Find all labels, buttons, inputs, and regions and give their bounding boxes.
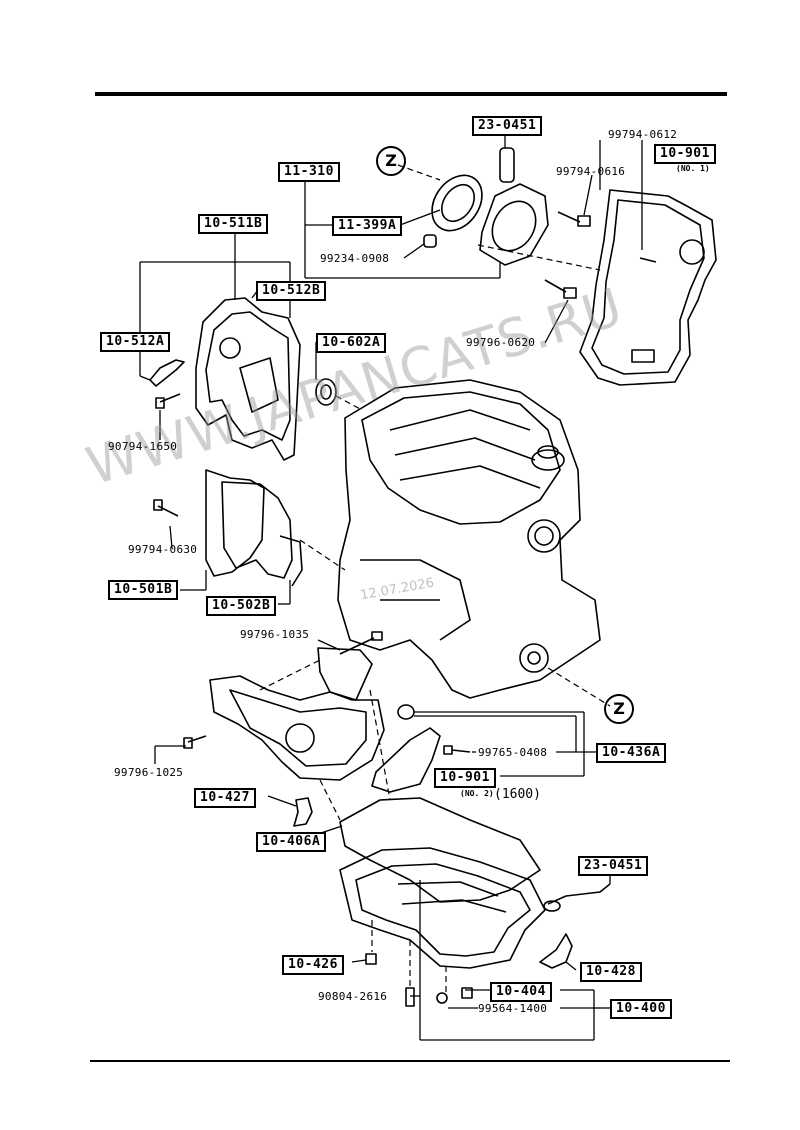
timing-cover-upper	[195, 297, 301, 461]
part-number-99234-0908[interactable]: 99234-0908	[320, 252, 390, 265]
end-plate-no1	[579, 189, 717, 386]
part-number-90794-1650[interactable]: 90794-1650	[108, 440, 178, 453]
zone-mark-top: Z	[376, 146, 406, 176]
part-box-10-602a[interactable]: 10-602A	[316, 333, 387, 353]
part-number-99796-1025[interactable]: 99796-1025	[114, 766, 184, 779]
end-plate-no2	[371, 727, 441, 793]
part-number-99564-1400[interactable]: 99564-1400	[478, 1002, 548, 1015]
top-rule	[95, 92, 727, 96]
part-box-10-512b[interactable]: 10-512B	[256, 281, 327, 301]
note-no1: (NO. 1)	[676, 164, 710, 173]
part-number-99794-0612[interactable]: 99794-0612	[608, 128, 678, 141]
oil-pan	[339, 847, 546, 969]
front-oil-seal	[315, 378, 337, 406]
oil-filler-cap	[531, 449, 565, 471]
timing-cover-lower	[205, 469, 265, 577]
part-box-10-511b[interactable]: 10-511B	[198, 214, 269, 234]
part-number-99796-1035[interactable]: 99796-1035	[240, 628, 310, 641]
baffle-plate	[339, 797, 541, 903]
rear-oil-seal	[431, 174, 483, 232]
part-box-10-901-top[interactable]: 10-901	[654, 144, 716, 164]
bottom-rule	[90, 1060, 730, 1062]
part-box-10-426[interactable]: 10-426	[282, 955, 344, 975]
zone-mark-bottom: Z	[604, 694, 634, 724]
part-box-10-400[interactable]: 10-400	[610, 999, 672, 1019]
part-number-90804-2616[interactable]: 90804-2616	[318, 990, 388, 1003]
part-box-10-406a[interactable]: 10-406A	[256, 832, 327, 852]
part-number-99765-0408[interactable]: 99765-0408	[478, 746, 548, 759]
part-box-10-501b[interactable]: 10-501B	[108, 580, 179, 600]
housing-pipe	[499, 147, 515, 183]
part-box-11-399a[interactable]: 11-399A	[332, 216, 403, 236]
part-box-23-0451-top[interactable]: 23-0451	[472, 116, 543, 136]
part-number-99796-0620[interactable]: 99796-0620	[466, 336, 536, 349]
note-no2: (NO. 2)	[460, 789, 494, 798]
part-box-10-427[interactable]: 10-427	[194, 788, 256, 808]
oil-pump-housing	[209, 675, 385, 781]
part-number-99794-0630[interactable]: 99794-0630	[128, 543, 198, 556]
part-box-10-502b[interactable]: 10-502B	[206, 596, 277, 616]
part-box-10-436a[interactable]: 10-436A	[596, 743, 667, 763]
part-box-11-310[interactable]: 11-310	[278, 162, 340, 182]
part-box-10-512a[interactable]: 10-512A	[100, 332, 171, 352]
note-engine-1600: (1600)	[494, 787, 541, 802]
part-box-10-404[interactable]: 10-404	[490, 982, 552, 1002]
part-number-99794-0616[interactable]: 99794-0616	[556, 165, 626, 178]
part-box-10-428[interactable]: 10-428	[580, 962, 642, 982]
part-box-10-901-bottom[interactable]: 10-901	[434, 768, 496, 788]
part-box-23-0451-bottom[interactable]: 23-0451	[578, 856, 649, 876]
engine-block	[337, 379, 601, 699]
oil-seal-housing	[479, 183, 549, 266]
